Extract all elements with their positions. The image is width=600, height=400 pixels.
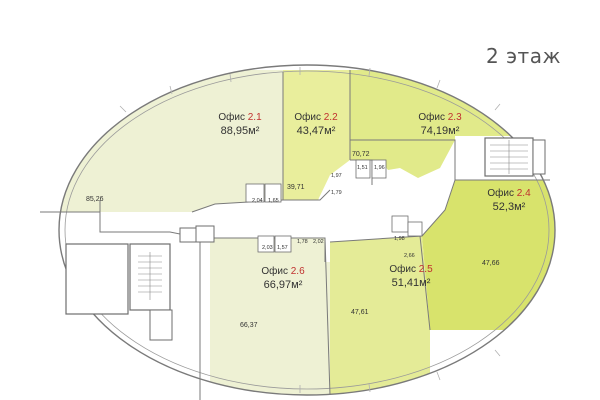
office-2-1-label[interactable]: Офис 2.1 88,95м² — [210, 112, 270, 138]
restrooms — [245, 159, 423, 253]
dimension-label: 2,66 — [404, 253, 415, 259]
dimension-label: 1,65 — [268, 198, 279, 204]
dimension-label: 1,96 — [374, 165, 385, 171]
office-number: 2.4 — [516, 188, 531, 199]
office-area: 52,3м² — [492, 200, 526, 213]
dimension-label: 66,37 — [240, 322, 258, 329]
right-stair — [484, 137, 546, 177]
office-number: 2.5 — [418, 264, 433, 275]
facade-windows — [119, 67, 501, 393]
dimension-label: 70,72 — [352, 151, 370, 158]
office-area: 74,19м² — [420, 124, 460, 137]
dimension-label: 1,97 — [331, 173, 342, 179]
office-word: Офис — [389, 264, 416, 275]
office-2-5-area[interactable] — [330, 236, 430, 400]
office-word: Офис — [418, 112, 445, 123]
dimension-label: 1,51 — [357, 165, 368, 171]
dimension-label: 1,78 — [297, 239, 308, 245]
dimension-label: 2,03 — [262, 245, 273, 251]
dimension-label: 2,04 — [252, 198, 263, 204]
dimension-label: 2,02 — [313, 239, 324, 245]
dimension-label: 47,66 — [482, 260, 500, 267]
dimension-label: 1,98 — [394, 236, 405, 242]
office-number: 2.2 — [323, 112, 338, 123]
office-2-5-label[interactable]: Офис 2.5 51,41м² — [382, 264, 440, 290]
office-word: Офис — [487, 188, 514, 199]
office-number: 2.1 — [247, 112, 262, 123]
office-area: 51,41м² — [391, 276, 431, 289]
floor-label: 2 этаж — [486, 44, 561, 68]
left-core — [65, 225, 215, 341]
dimension-label: 39,71 — [287, 184, 305, 191]
dimension-label: 85,26 — [86, 196, 104, 203]
office-2-6-area[interactable] — [200, 238, 330, 400]
office-2-2-area[interactable] — [283, 70, 350, 200]
dimension-label: 1,79 — [331, 190, 342, 196]
office-number: 2.3 — [447, 112, 462, 123]
office-2-4-area[interactable] — [422, 178, 560, 330]
office-number: 2.6 — [290, 266, 305, 277]
office-2-4-label[interactable]: Офис 2.4 52,3м² — [480, 188, 538, 214]
office-2-2-label[interactable]: Офис 2.2 43,47м² — [287, 112, 345, 138]
office-word: Офис — [294, 112, 321, 123]
office-2-3-label[interactable]: Офис 2.3 74,19м² — [410, 112, 470, 138]
office-2-6-label[interactable]: Офис 2.6 66,97м² — [253, 266, 313, 292]
dimension-label: 1,57 — [277, 245, 288, 251]
office-area: 43,47м² — [296, 124, 336, 137]
office-area: 88,95м² — [220, 124, 260, 137]
office-word: Офис — [218, 112, 245, 123]
office-area: 66,97м² — [263, 278, 303, 291]
dimension-label: 47,61 — [351, 309, 369, 316]
office-word: Офис — [261, 266, 288, 277]
